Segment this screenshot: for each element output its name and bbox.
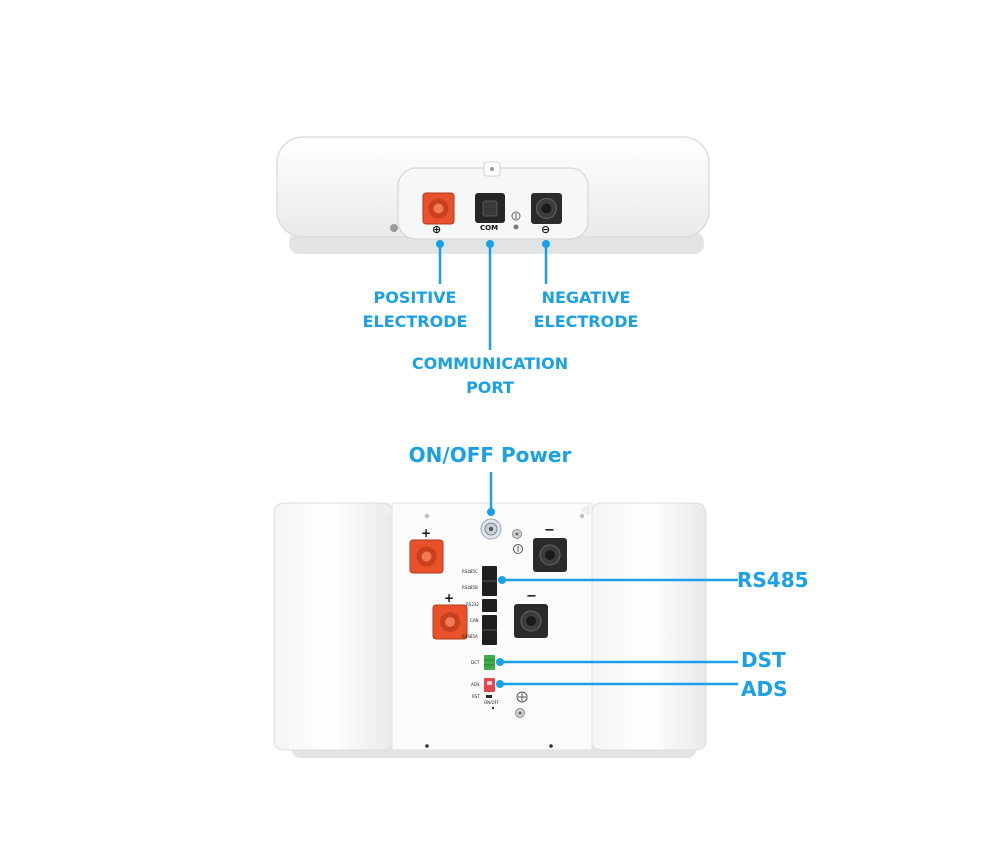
- bottom-screws: [512, 529, 528, 718]
- comm-port-stack: [482, 566, 497, 645]
- negative-electrode-line-1: NEGATIVE: [541, 288, 631, 307]
- port-label-rst: RST: [472, 694, 480, 699]
- top-negative-terminal: [531, 193, 562, 224]
- bottom-plus-label-1: +: [421, 526, 432, 540]
- communication-port-line-1: COMMUNICATION: [411, 354, 569, 373]
- port-label-rs232: RS232: [466, 602, 479, 607]
- port-label-rs485a: RS485A: [462, 634, 478, 639]
- top-ground-icon: [511, 211, 521, 230]
- positive-electrode-line-1: POSITIVE: [373, 288, 457, 307]
- rs485-callout: RS485: [737, 568, 809, 592]
- ads-callout: ADS: [741, 677, 788, 701]
- bottom-minus-label-2: −: [526, 589, 537, 604]
- top-positive-symbol: ⊕: [432, 223, 442, 236]
- positive-electrode-callout: POSITIVE ELECTRODE: [350, 286, 480, 334]
- bottom-positive-terminal-2: [432, 604, 468, 640]
- communication-port-line-2: PORT: [466, 378, 514, 397]
- bottom-battery-unit: [273, 502, 707, 758]
- bottom-callout-lines: [487, 472, 738, 688]
- port-label-dct: DCT: [471, 660, 480, 665]
- positive-electrode-line-2: ELECTRODE: [362, 312, 468, 331]
- ads-dip-switch: [484, 678, 495, 710]
- negative-electrode-callout: NEGATIVE ELECTRODE: [521, 286, 651, 334]
- bottom-plus-label-2: +: [444, 591, 455, 605]
- bottom-negative-terminal-1: [533, 538, 567, 572]
- port-label-onoff: ON/OFF: [484, 700, 500, 705]
- top-com-port: [475, 193, 505, 223]
- onoff-power-callout: ON/OFF Power: [408, 443, 572, 467]
- communication-port-callout: COMMUNICATION PORT: [390, 352, 590, 400]
- power-button: [480, 518, 502, 540]
- negative-electrode-line-2: ELECTRODE: [533, 312, 639, 331]
- top-negative-symbol: ⊖: [541, 223, 551, 236]
- dct-connector: [484, 655, 495, 670]
- port-label-can: CAN: [470, 618, 479, 623]
- dst-callout: DST: [741, 648, 786, 672]
- top-com-label: COM: [480, 224, 499, 232]
- bottom-minus-label-1: −: [544, 523, 555, 538]
- top-callout-lines: [436, 240, 550, 350]
- bottom-positive-terminal-1: [409, 539, 444, 574]
- top-positive-terminal: [422, 192, 455, 225]
- port-label-ads: ADS: [471, 682, 480, 687]
- bottom-negative-terminal-2: [514, 604, 548, 638]
- port-label-rs485b: RS485B: [462, 585, 478, 590]
- port-label-rs485c: RS485C: [462, 569, 478, 574]
